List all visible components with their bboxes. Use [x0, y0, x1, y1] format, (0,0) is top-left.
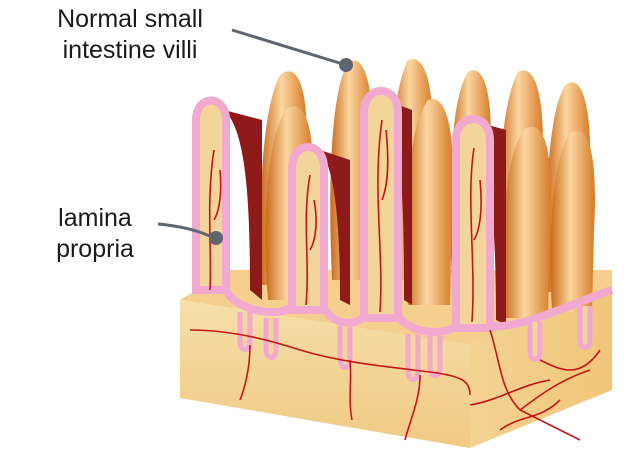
- crypt-gland: [408, 334, 418, 380]
- villi-label-line2: intestine villi: [36, 35, 224, 66]
- pointer-dot: [209, 231, 223, 245]
- villi-label-line1: Normal small: [36, 4, 224, 35]
- lamina-propria-label: lamina propria: [34, 203, 156, 265]
- lamina-label-line2: propria: [34, 234, 156, 265]
- crypt-gland: [580, 306, 590, 348]
- crypt-gland: [266, 318, 276, 358]
- villi-pointer: [232, 30, 353, 72]
- lamina-label-line1: lamina: [34, 203, 156, 234]
- villi-label: Normal small intestine villi: [36, 4, 224, 66]
- villus-section: [292, 147, 324, 310]
- crypt-gland: [530, 322, 540, 360]
- pointer-line: [232, 30, 346, 65]
- pointer-dot: [339, 58, 353, 72]
- crypt-gland: [430, 336, 440, 376]
- crypt-gland: [240, 312, 250, 350]
